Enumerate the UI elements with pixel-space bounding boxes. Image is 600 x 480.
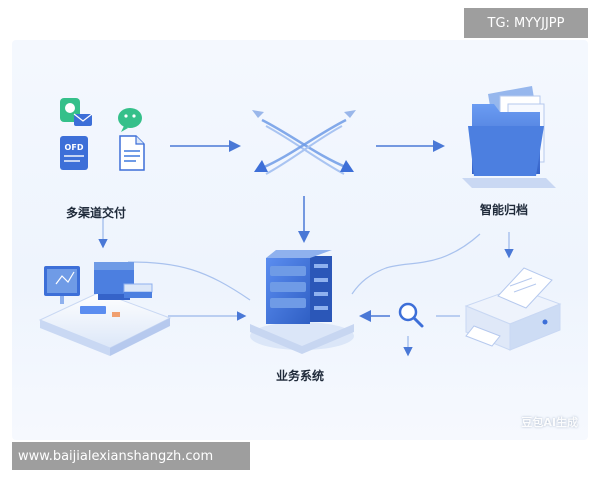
desk-workstation-icon bbox=[38, 262, 172, 356]
magnifier-icon bbox=[398, 302, 424, 328]
label-multichannel: 多渠道交付 bbox=[66, 206, 127, 220]
label-business: 业务系统 bbox=[276, 369, 325, 383]
document-icon bbox=[119, 135, 145, 171]
watermark-bottom: www.baijialexianshangzh.com bbox=[12, 442, 250, 470]
ai-generated-mark: 豆包AI生成 bbox=[521, 416, 578, 429]
watermark-top: TG: MYYJJPP bbox=[464, 8, 588, 38]
ofd-document-icon: OFD bbox=[60, 136, 88, 170]
wechat-icon bbox=[118, 108, 142, 132]
flow-arrows bbox=[98, 140, 514, 357]
multichannel-icons: OFD bbox=[60, 98, 145, 171]
hub-icon bbox=[252, 110, 356, 175]
label-archive: 智能归档 bbox=[480, 203, 529, 217]
curve-archive-to-business bbox=[351, 233, 481, 295]
chat-app-icon bbox=[60, 98, 93, 126]
server-stack-icon bbox=[250, 250, 354, 354]
ofd-label: OFD bbox=[65, 143, 84, 152]
archive-folder-icon bbox=[462, 86, 556, 188]
printer-icon bbox=[464, 267, 562, 351]
curve-desk-to-business bbox=[127, 261, 251, 301]
